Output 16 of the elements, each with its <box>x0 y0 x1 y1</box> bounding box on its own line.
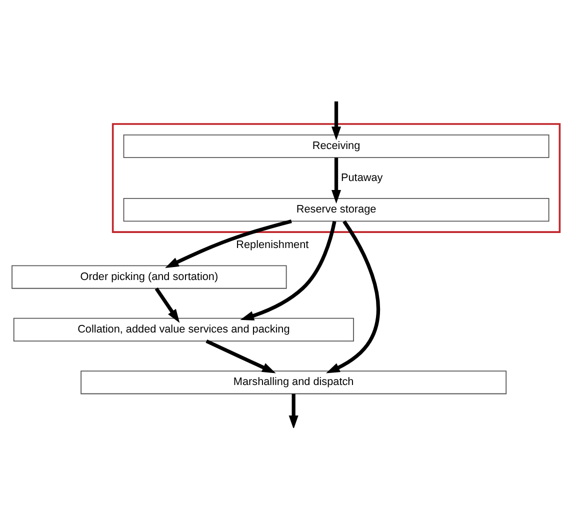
cluster <box>112 123 561 233</box>
node-box: Order picking (and sortation) <box>12 265 287 289</box>
arrow <box>240 220 336 320</box>
arrow <box>331 101 342 140</box>
arrow <box>326 220 380 374</box>
arrow <box>288 394 298 428</box>
edge-label: Replenishment <box>236 239 309 252</box>
node-box: Receiving <box>123 134 550 158</box>
node-box: Reserve storage <box>123 198 550 222</box>
edge-label: Putaway <box>340 172 383 184</box>
node-box: Marshalling and dispatch <box>80 370 507 394</box>
arrow <box>154 287 180 323</box>
arrow <box>165 219 292 268</box>
arrow <box>331 158 342 204</box>
node-box: Collation, added value services and packing <box>13 318 354 342</box>
arrow <box>206 340 276 374</box>
